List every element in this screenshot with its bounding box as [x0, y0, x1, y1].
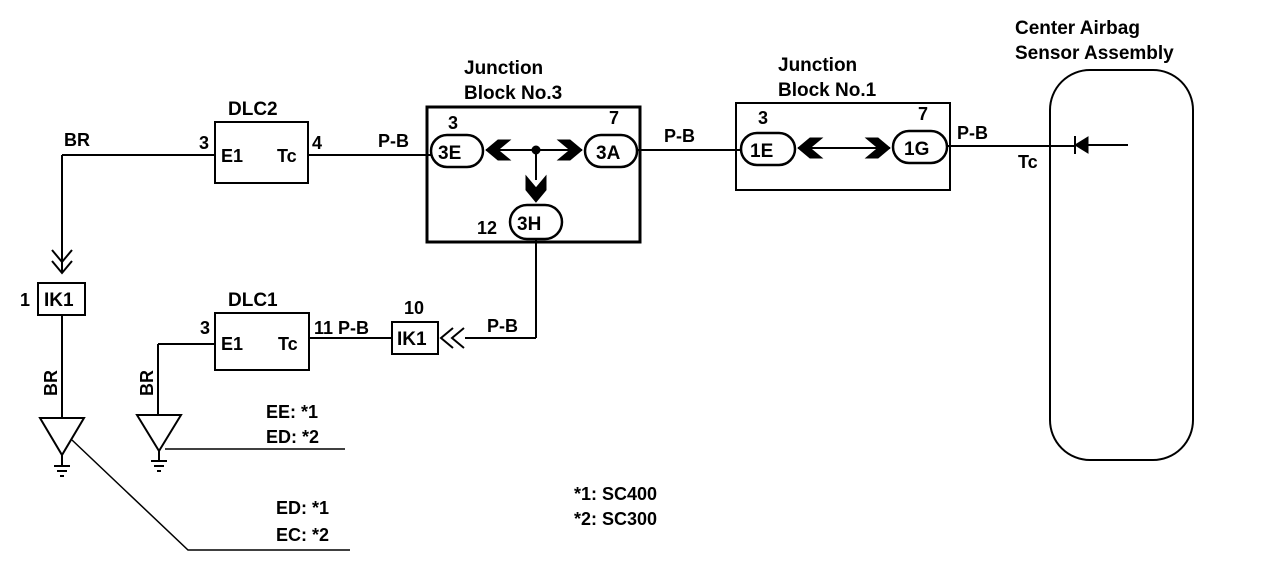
connector-ik1-left: IK1 1	[20, 249, 86, 316]
footnotes: *1: SC400 *2: SC300	[574, 484, 657, 529]
ground-left-note2: EC: *2	[276, 525, 329, 545]
wire-label-pb-dlc2: P-B	[378, 131, 409, 151]
ground-middle-note1: EE: *1	[266, 402, 318, 422]
sensor-title-line1: Center Airbag	[1015, 18, 1140, 39]
jb1-title-line2: Block No.1	[778, 80, 877, 101]
dlc1: DLC1 E1 Tc 3 11	[200, 290, 333, 371]
ik1-mid-label: IK1	[397, 329, 427, 350]
ground-middle-triangle	[135, 414, 183, 453]
jb3-title-line2: Block No.3	[464, 83, 562, 104]
ik1-left-body	[37, 282, 86, 316]
connector-3a-label: 3A	[596, 143, 621, 164]
ik1-mid-arrow2-icon	[450, 327, 465, 349]
ik1-left-pin: 1	[20, 290, 30, 310]
ik1-left-label: IK1	[44, 290, 74, 311]
wire-labels: BR P-B P-B P-B P-B P-B BR BR	[41, 123, 988, 396]
junction-block-1: Junction Block No.1 1E 3 1G 7	[735, 55, 951, 191]
arrow-3e-icon	[485, 139, 512, 161]
center-airbag-sensor: Center Airbag Sensor Assembly Tc	[1015, 18, 1194, 461]
dlc2-pin-e1-num: 3	[199, 133, 209, 153]
ground-left-triangle	[38, 417, 86, 457]
jb3-body	[425, 105, 642, 244]
sensor-title-line2: Sensor Assembly	[1015, 43, 1174, 64]
sensor-body	[1049, 69, 1194, 461]
ik1-mid-arrow1-icon	[439, 327, 454, 349]
wire-label-pb-ik1-jb3: P-B	[487, 316, 518, 336]
sensor-terminal-tc: Tc	[1018, 152, 1038, 172]
wire-label-br-left: BR	[41, 370, 61, 396]
wire-label-br-top: BR	[64, 130, 90, 150]
dlc1-pin-e1-num: 3	[200, 318, 210, 338]
arrow-1e-icon	[797, 137, 824, 159]
dlc1-body	[214, 312, 310, 371]
jb1-title-line1: Junction	[778, 55, 857, 76]
wire-label-br-dlc1: BR	[137, 370, 157, 396]
wire-label-pb-jb3-jb1: P-B	[664, 126, 695, 146]
dlc2: DLC2 E1 Tc 3 4	[199, 99, 322, 184]
wires	[61, 145, 1074, 418]
footnote-2: *2: SC300	[574, 509, 657, 529]
connector-1e-label: 1E	[750, 141, 773, 162]
wire-label-pb-dlc1: P-B	[338, 318, 369, 338]
connector-3e-label: 3E	[438, 143, 461, 164]
ground-middle: EE: *1 ED: *2	[135, 402, 345, 472]
dlc2-pin-tc: Tc	[277, 146, 297, 166]
connector-1g-pin: 7	[918, 104, 928, 124]
arrow-3a-icon	[556, 139, 583, 161]
dlc1-pin-tc: Tc	[278, 334, 298, 354]
jb3-splice-dot	[531, 145, 541, 155]
connector-3h-pin: 12	[477, 218, 497, 238]
dlc2-pin-tc-num: 4	[312, 133, 322, 153]
junction-block-3: Junction Block No.3 3E 3 3A 7 3H 12	[425, 58, 642, 244]
dlc1-pin-tc-num: 11	[314, 318, 333, 338]
ground-left-note1: ED: *1	[276, 498, 329, 518]
jb3-title-line1: Junction	[464, 58, 543, 79]
dlc2-pin-e1: E1	[221, 146, 243, 166]
footnote-1: *1: SC400	[574, 484, 657, 504]
arrow-3h-icon	[525, 174, 547, 203]
connector-3h-label: 3H	[517, 214, 541, 235]
connector-3e	[429, 133, 485, 169]
ik1-mid-pin: 10	[404, 298, 424, 318]
ground-left-leader	[71, 439, 350, 551]
wire-label-pb-sensor: P-B	[957, 123, 988, 143]
dlc1-title: DLC1	[228, 290, 278, 311]
connector-3a-pin: 7	[609, 108, 619, 128]
ground-middle-note2: ED: *2	[266, 427, 319, 447]
diode-icon	[1074, 136, 1089, 154]
connector-ik1-mid: IK1 10	[391, 298, 465, 355]
dlc2-body	[214, 121, 309, 184]
dlc2-title: DLC2	[228, 99, 278, 120]
ground-left: ED: *1 EC: *2	[38, 417, 350, 551]
connector-1e-pin: 3	[758, 108, 768, 128]
dlc1-pin-e1: E1	[221, 334, 243, 354]
connector-3e-pin: 3	[448, 113, 458, 133]
connector-1g-label: 1G	[904, 139, 929, 160]
arrow-1g-icon	[864, 137, 891, 159]
